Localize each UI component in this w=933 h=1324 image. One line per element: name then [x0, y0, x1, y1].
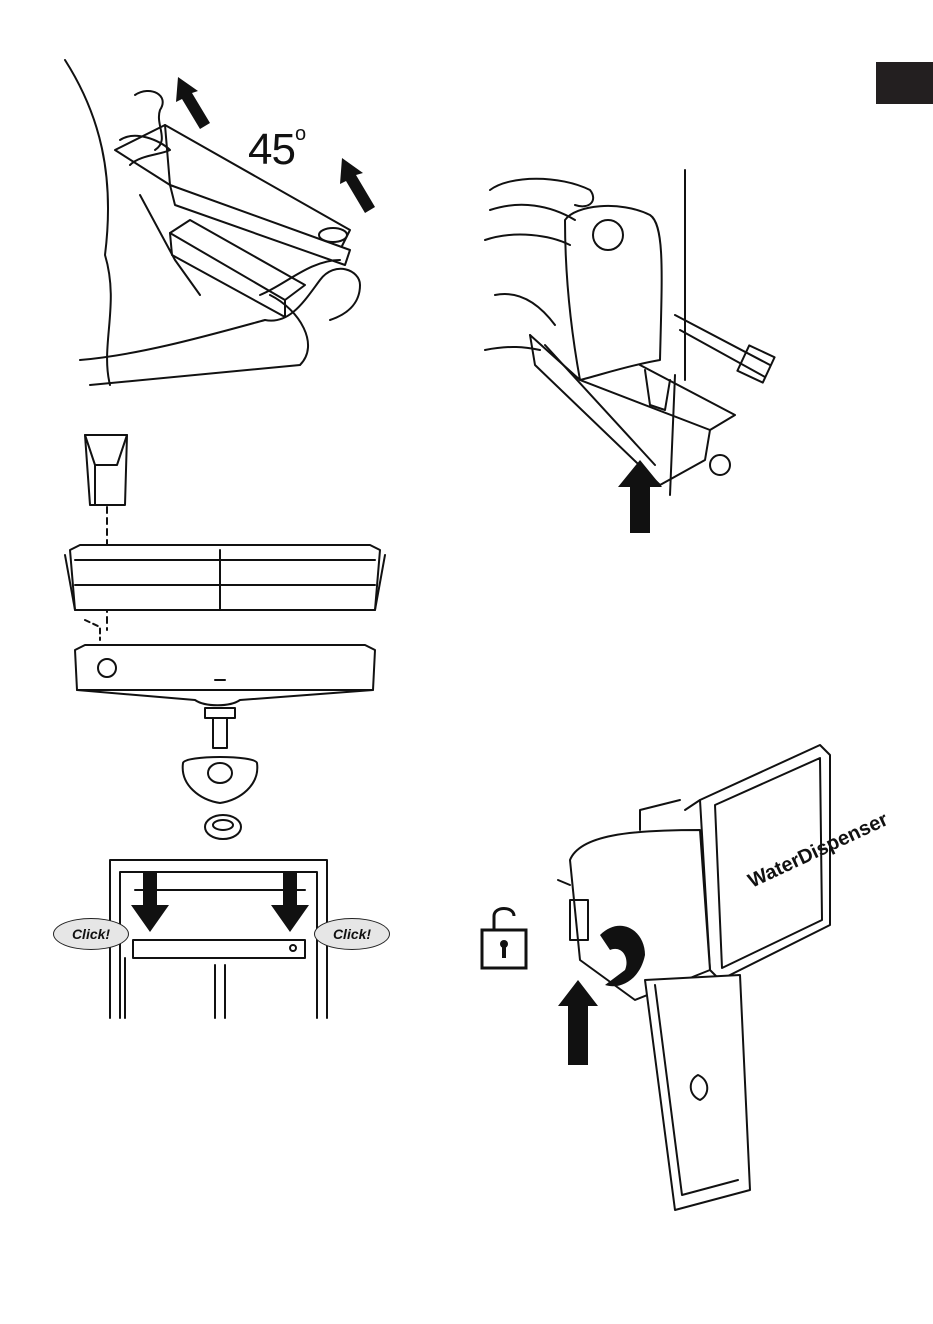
- figure-shelf-click: [105, 850, 335, 1020]
- unlock-icon: [478, 902, 530, 974]
- figure-dispenser-unlock: WaterDispenser: [470, 740, 840, 1210]
- up-arrow-icon: [618, 460, 662, 533]
- language-tab-marker: [876, 62, 933, 104]
- angle-label: 45o: [248, 123, 305, 175]
- figure-remove-tank: [60, 55, 380, 400]
- figure-exploded-assembly: [55, 425, 395, 845]
- figure-insert-tank: [480, 165, 810, 535]
- click-label-left: Click!: [53, 918, 129, 950]
- up-arrow-icon: [558, 980, 598, 1065]
- click-label-right: Click!: [314, 918, 390, 950]
- down-arrow-icon: [131, 872, 309, 932]
